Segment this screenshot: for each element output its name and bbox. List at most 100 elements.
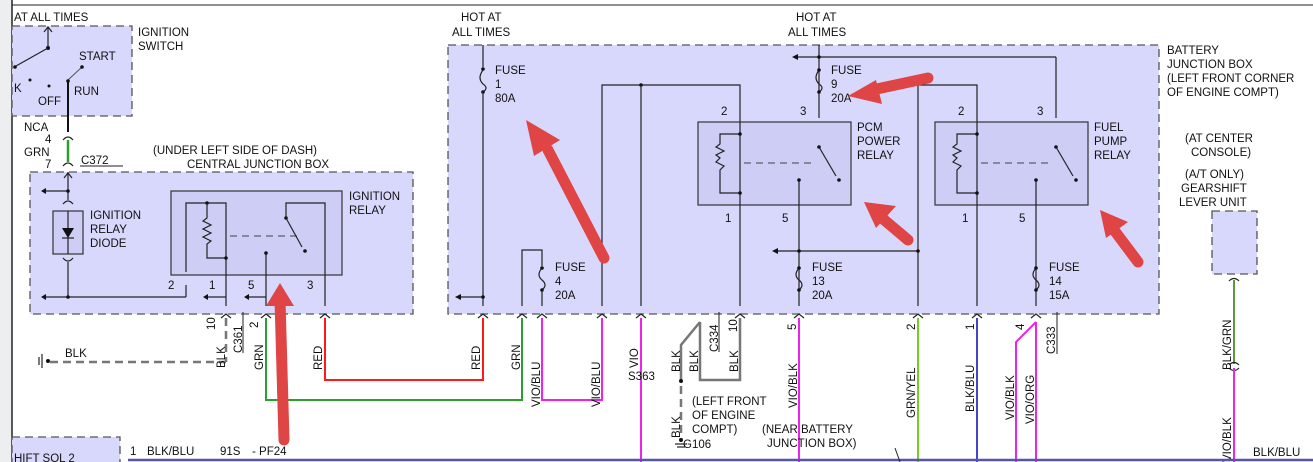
bottom-circuit: 91S (220, 446, 241, 458)
fuel-pump-relay-box (934, 121, 1089, 206)
battery-junction-box: HOT AT ALL TIMES HOT AT ALL TIMES BATTER… (447, 12, 1294, 315)
wire-label-blk-grn: BLK/GRN (1222, 320, 1234, 371)
wire-vio-blu (541, 318, 603, 401)
ignition-relay-label-1: IGNITION (349, 191, 400, 203)
wire-grn (265, 318, 523, 401)
fuse13-number: 13 (812, 276, 825, 288)
annotation-arrow-ignition-relay (266, 283, 294, 446)
central-junction-box: (UNDER LEFT SIDE OF DASH) CENTRAL JUNCTI… (29, 145, 414, 315)
fuse9-label: FUSE (831, 65, 862, 77)
c333-pin-2: 2 (906, 324, 918, 330)
page-margin (0, 0, 12, 462)
ign-relay-pin-3: 3 (307, 280, 313, 292)
wire-label-blk-2: BLK (689, 350, 701, 372)
annotation-arrow-fuel-pump-relay (1100, 210, 1144, 268)
ign-relay-pin-5: 5 (248, 280, 254, 292)
near-bjb-2: JUNCTION BOX) (767, 438, 857, 450)
wire-label-blk-g106: BLK (671, 416, 683, 438)
wire-label-grn-bjb: GRN (511, 344, 523, 370)
gearshift-label-3: (A/T ONLY) (1185, 169, 1244, 181)
wire-label-grn-c361: GRN (254, 344, 266, 370)
g106-location-1: (LEFT FRONT (692, 396, 767, 408)
fuse9-number: 9 (831, 79, 837, 91)
near-bjb-1: (NEAR BATTERY (762, 424, 853, 436)
fuse4-label: FUSE (555, 262, 586, 274)
ground-g106: G106 (683, 439, 711, 451)
diode-label-3: DIODE (90, 238, 127, 250)
fuse14-label: FUSE (1049, 262, 1080, 274)
wire-label-vio-org: VIO/ORG (1025, 375, 1037, 424)
pcm-pin-1: 1 (725, 213, 731, 225)
switch-pos-k: K (14, 83, 22, 95)
ignition-switch: AT ALL TIMES K OFF RUN START IGNITION SW… (11, 12, 189, 132)
fp-relay-label-1: FUEL (1094, 122, 1124, 134)
gearshift-box (1211, 210, 1258, 275)
c361-pin-10: 10 (206, 317, 218, 330)
cjb-name: CENTRAL JUNCTION BOX (187, 159, 329, 171)
connector-pin-5: 5 (787, 324, 799, 330)
g106-location-3: COMPT) (692, 424, 738, 436)
ignition-hot-label: AT ALL TIMES (14, 12, 89, 24)
bjb-label-4: OF ENGINE COMPT) (1167, 87, 1279, 99)
wire-blk-c334 (698, 318, 742, 382)
wire-label-blk-blu-bottom: BLK/BLU (1253, 447, 1300, 459)
c333-pin-4: 4 (1015, 323, 1027, 330)
fp-pin-3: 3 (1037, 106, 1043, 118)
fuse4-number: 4 (555, 276, 562, 288)
c361-name: C361 (233, 326, 245, 354)
pcm-relay-label-3: RELAY (857, 150, 894, 162)
wire-label-blk-blu: BLK/BLU (965, 365, 977, 412)
c372-pin-top: 4 (45, 134, 52, 146)
hot-right-2: ALL TIMES (788, 27, 846, 39)
annotation-arrow-fuse1 (526, 120, 610, 264)
fuse1-number: 1 (495, 79, 501, 91)
gearshift-label-2: CONSOLE) (1191, 147, 1251, 159)
annotation-arrow-pcm-relay (864, 202, 914, 246)
pcm-relay-label-2: POWER (857, 136, 900, 148)
wire-label-vio-blk-1: VIO/BLK (788, 363, 800, 408)
annotation-arrow-fuse9 (848, 72, 934, 104)
ignition-switch-label-1: IGNITION (138, 27, 189, 39)
splice-s363: S363 (628, 371, 655, 383)
shift-sol-box (11, 436, 121, 462)
gearshift-lever-unit: (AT CENTER CONSOLE) (A/T ONLY) GEARSHIFT… (1179, 133, 1300, 462)
fuse1-label: FUSE (495, 65, 526, 77)
gearshift-label-4: GEARSHIFT (1181, 183, 1247, 195)
wire-label-vio: VIO (629, 348, 641, 368)
wire-label-grn-yel: GRN/YEL (906, 367, 918, 418)
fuse13-label: FUSE (812, 262, 843, 274)
fuse14-number: 14 (1049, 276, 1062, 288)
wire-label-blk-3: BLK (729, 350, 741, 372)
bottom-pin: 1 (130, 446, 136, 458)
fp-pin-2: 2 (958, 106, 964, 118)
gearshift-label-1: (AT CENTER (1185, 133, 1253, 145)
ignition-relay-box (170, 190, 343, 276)
bottom-wire: BLK/BLU (147, 446, 194, 458)
cjb-location: (UNDER LEFT SIDE OF DASH) (153, 145, 317, 157)
bottom-ref: - PF24 (252, 446, 287, 458)
wire-label-vio-blk-2: VIO/BLK (1005, 375, 1017, 420)
fuse4-rating: 20A (555, 290, 576, 302)
pcm-relay-label-1: PCM (857, 122, 883, 134)
bottom-row: HIFT SOL 2 1 BLK/BLU 91S - PF24 (11, 436, 1313, 462)
wire-label-blk-c361: BLK (216, 346, 228, 368)
c334-pin: 10 (728, 319, 740, 332)
c372-name: C372 (81, 155, 109, 167)
hot-left-2: ALL TIMES (452, 27, 510, 39)
shift-sol-label: HIFT SOL 2 (14, 453, 75, 462)
hot-right-1: HOT AT (796, 12, 836, 24)
c372-pin-bottom: 7 (45, 159, 51, 171)
ignition-relay-label-2: RELAY (349, 205, 386, 217)
connector-c361: 10 C361 2 BLK BLK GRN RED (38, 312, 523, 401)
hot-left-1: HOT AT (461, 12, 501, 24)
wire-label-vio-blk-3: VIO/BLK (1222, 417, 1234, 462)
switch-pos-off: OFF (38, 96, 61, 108)
wire-red (324, 318, 484, 381)
diode-label-2: RELAY (90, 224, 127, 236)
bjb-label-2: JUNCTION BOX (1167, 59, 1253, 71)
pcm-pin-5: 5 (782, 213, 788, 225)
pcm-pin-2: 2 (721, 106, 727, 118)
fp-pin-5: 5 (1019, 213, 1025, 225)
annotation-arrows (266, 72, 1144, 446)
